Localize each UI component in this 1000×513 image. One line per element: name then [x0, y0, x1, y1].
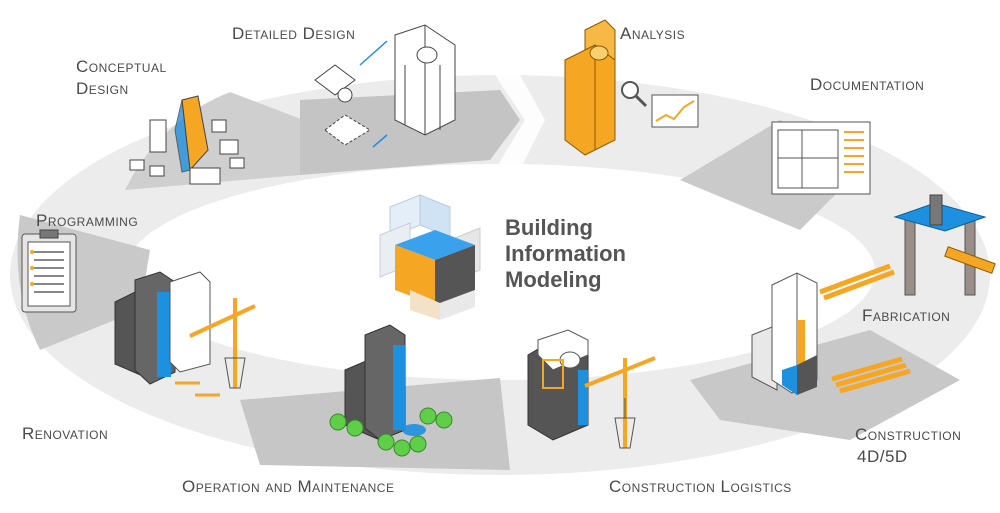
label-construction-line1: Construction	[855, 425, 962, 444]
crane-icon	[584, 356, 656, 449]
analysis-icon	[564, 19, 616, 156]
label-documentation: Documentation	[810, 75, 925, 94]
construction-4d5d-icon	[751, 272, 818, 395]
center-title-line1: Building	[505, 215, 593, 240]
ring-segment-detailed	[300, 90, 520, 175]
renovation-building-icon	[114, 271, 211, 385]
floor-plan-icon	[771, 121, 871, 195]
label-detailed-design: Detailed Design	[232, 24, 356, 43]
detailed-design-icon	[314, 24, 456, 148]
label-renovation: Renovation	[22, 424, 109, 443]
tree-icon	[329, 407, 453, 457]
line-chart-icon	[651, 94, 699, 128]
magnifier-icon	[621, 81, 648, 108]
machine-icon	[893, 194, 996, 296]
label-operation-maintenance: Operation and Maintenance	[182, 477, 395, 496]
label-programming: Programming	[36, 211, 139, 230]
center-title: Building Information Modeling	[505, 215, 626, 293]
operation-building-icon	[344, 324, 406, 441]
lumber-icon	[819, 263, 895, 301]
renovation-crane-icon	[175, 298, 256, 397]
label-conceptual-line2: Design	[76, 79, 129, 98]
label-fabrication: Fabrication	[862, 306, 951, 325]
label-conceptual-line1: Conceptual	[76, 57, 167, 76]
center-title-line2: Information	[505, 241, 626, 266]
bim-cube-icon	[379, 194, 481, 320]
label-analysis: Analysis	[620, 24, 686, 43]
center-title-line3: Modeling	[505, 267, 602, 292]
ring-segment-construction45	[690, 330, 960, 440]
clipboard-icon	[21, 229, 77, 313]
label-construction-4d5d: Construction 4D/5D	[855, 424, 961, 468]
label-conceptual-design: Conceptual Design	[76, 56, 167, 100]
conceptual-design-icon	[129, 95, 245, 185]
construction-logistics-building-icon	[527, 329, 589, 441]
label-construction-line2: 4D/5D	[857, 447, 908, 466]
label-construction-logistics: Construction Logistics	[609, 477, 792, 496]
lumber-pile-icon	[831, 356, 911, 394]
